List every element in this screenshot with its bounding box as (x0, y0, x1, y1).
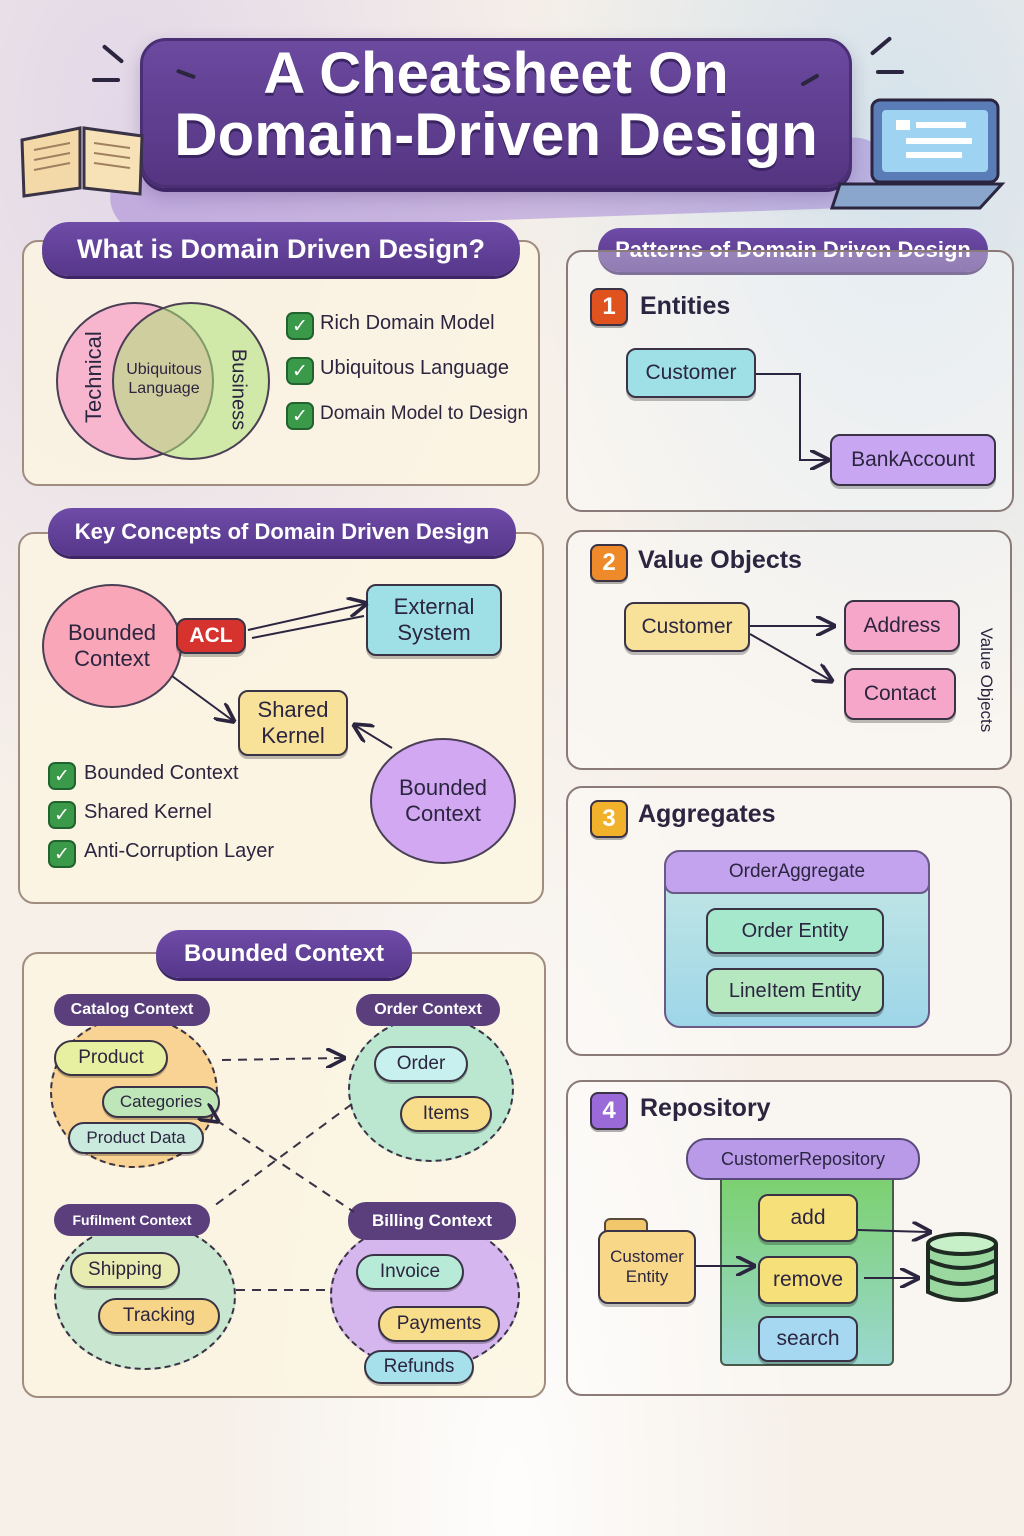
check-icon: ✓ (286, 312, 314, 340)
customer-entity-folder: Customer Entity (598, 1230, 696, 1304)
laptop-icon (830, 98, 1006, 210)
patterns-heading: Patterns of Domain Driven Design (598, 228, 988, 272)
order-context-tag: Order Context (356, 994, 500, 1026)
vo-customer-box: Customer (624, 602, 750, 652)
fulfilment-context-tag: Fufilment Context (54, 1204, 210, 1236)
shared-kernel-box: Shared Kernel (238, 690, 348, 756)
refunds-chip: Refunds (364, 1350, 474, 1384)
categories-chip: Categories (102, 1086, 220, 1118)
lineitem-entity-box: LineItem Entity (706, 968, 884, 1014)
spark-mark (92, 78, 120, 82)
page-title-line-2: Domain-Driven Design (174, 101, 818, 168)
fulfilment-context-circle (54, 1222, 236, 1370)
what-is-check-3: Domain Model to Design (320, 403, 529, 424)
check-icon: ✓ (48, 762, 76, 790)
tracking-chip: Tracking (98, 1298, 220, 1334)
repo-search-box: search (758, 1316, 858, 1362)
key-check-3: Anti-Corruption Layer (84, 840, 275, 862)
repo-remove-box: remove (758, 1256, 858, 1304)
invoice-chip: Invoice (356, 1254, 464, 1290)
spark-mark (876, 70, 904, 74)
entity-bankaccount-box: BankAccount (830, 434, 996, 486)
billing-context-circle (330, 1220, 520, 1370)
venn-center-label: Ubiquitous Language (126, 361, 202, 398)
repository-title: Repository (640, 1094, 771, 1122)
entity-customer-box: Customer (626, 348, 756, 398)
title-banner (140, 38, 852, 188)
order-context-circle (348, 1016, 514, 1162)
bounded-context-circle-2: Bounded Context (370, 738, 516, 864)
external-system-box: External System (366, 584, 502, 656)
repository-number: 4 (590, 1092, 628, 1130)
order-aggregate-root: OrderAggregate (664, 850, 930, 894)
bounded-context-heading: Bounded Context (156, 930, 412, 978)
entities-title: Entities (640, 292, 731, 320)
open-book-icon (20, 126, 144, 198)
product-data-chip: Product Data (68, 1122, 204, 1154)
check-icon: ✓ (286, 357, 314, 385)
repo-add-box: add (758, 1194, 858, 1242)
items-chip: Items (400, 1096, 492, 1132)
database-icon (926, 1232, 998, 1302)
vo-contact-box: Contact (844, 668, 956, 720)
catalog-context-tag: Catalog Context (54, 994, 210, 1026)
venn-business-circle (112, 302, 270, 460)
page-title-line-1: A Cheatsheet On (263, 41, 729, 106)
product-chip: Product (54, 1040, 168, 1076)
acl-box: ACL (176, 618, 246, 654)
check-icon: ✓ (48, 801, 76, 829)
order-entity-box: Order Entity (706, 908, 884, 954)
aggregates-title: Aggregates (638, 800, 776, 828)
what-is-check-1: Rich Domain Model (320, 312, 495, 334)
payments-chip: Payments (378, 1306, 500, 1342)
order-chip: Order (374, 1046, 468, 1082)
key-check-1: Bounded Context (84, 762, 239, 784)
entities-number: 1 (590, 288, 628, 326)
value-objects-title: Value Objects (638, 546, 802, 574)
venn-right-label: Business (227, 348, 250, 431)
billing-context-tag: Billing Context (348, 1202, 516, 1240)
value-objects-number: 2 (590, 544, 628, 582)
venn-left-label: Technical (81, 331, 106, 423)
customer-repository-header: CustomerRepository (686, 1138, 920, 1180)
bounded-context-circle-1: Bounded Context (42, 584, 182, 708)
check-icon: ✓ (286, 402, 314, 430)
key-concepts-heading: Key Concepts of Domain Driven Design (48, 508, 516, 556)
vo-address-box: Address (844, 600, 960, 652)
aggregates-number: 3 (590, 800, 628, 838)
key-check-2: Shared Kernel (84, 801, 212, 823)
shipping-chip: Shipping (70, 1252, 180, 1288)
what-is-check-2: Ubiquitous Language (320, 357, 510, 379)
what-is-heading: What is Domain Driven Design? (42, 222, 520, 276)
check-icon: ✓ (48, 840, 76, 868)
value-objects-side-label: Value Objects (977, 627, 996, 733)
